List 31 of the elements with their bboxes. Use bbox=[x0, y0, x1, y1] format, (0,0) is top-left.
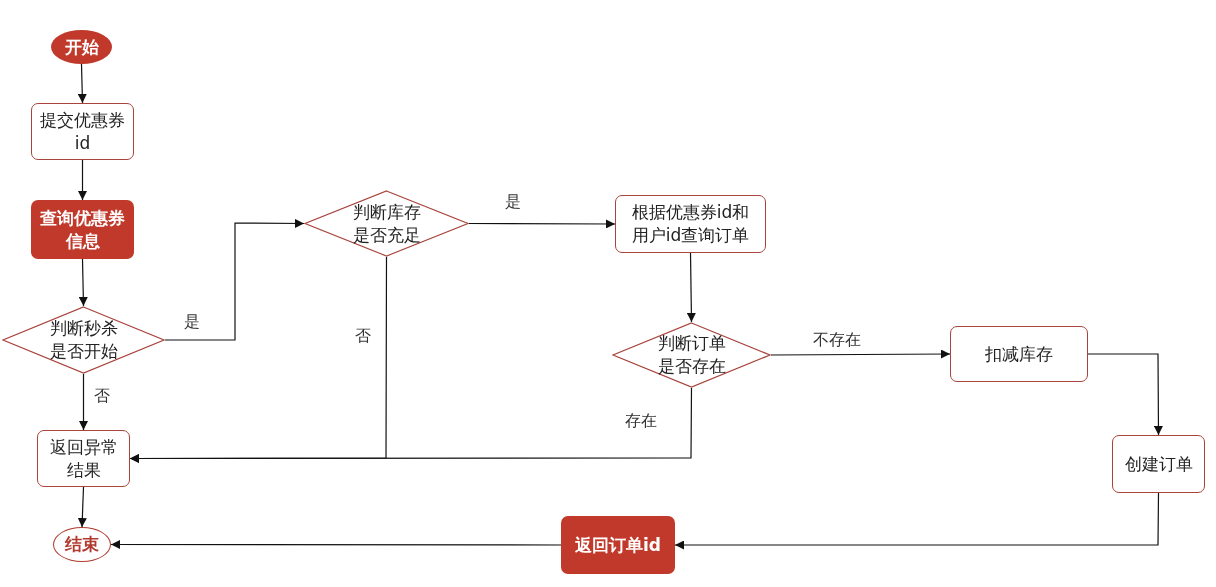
process-box: 根据优惠券id和用户id查询订单 bbox=[615, 195, 766, 253]
arrow bbox=[110, 540, 562, 549]
arrow bbox=[78, 159, 87, 201]
arrow bbox=[674, 492, 1160, 550]
decision-diamond: 判断秒杀是否开始 bbox=[2, 306, 165, 374]
edge-label: 是 bbox=[184, 312, 200, 333]
decision-diamond: 判断订单是否存在 bbox=[612, 322, 771, 388]
arrow bbox=[770, 349, 951, 359]
arrow bbox=[79, 373, 88, 431]
edge-label: 否 bbox=[355, 326, 371, 347]
process-box: 查询优惠券信息 bbox=[31, 200, 134, 259]
arrow bbox=[164, 218, 305, 341]
edge-label: 不存在 bbox=[813, 330, 861, 351]
arrow bbox=[129, 387, 693, 463]
arrow bbox=[77, 486, 87, 528]
arrow bbox=[686, 252, 696, 323]
process-box: 返回异常结果 bbox=[37, 430, 130, 487]
decision-diamond: 判断库存是否充足 bbox=[304, 190, 469, 257]
start-oval: 开始 bbox=[51, 30, 112, 64]
arrow bbox=[77, 63, 87, 104]
arrow bbox=[468, 219, 616, 229]
process-box: 返回订单id bbox=[561, 516, 675, 574]
process-box: 扣减库存 bbox=[950, 326, 1088, 382]
edge-label: 存在 bbox=[625, 411, 657, 432]
process-box: 提交优惠券id bbox=[31, 103, 134, 160]
end-oval: 结束 bbox=[53, 527, 111, 562]
arrow bbox=[1087, 353, 1163, 436]
edge-label: 是 bbox=[505, 192, 521, 213]
edge-label: 否 bbox=[94, 386, 110, 407]
process-box: 创建订单 bbox=[1112, 435, 1205, 493]
arrow bbox=[78, 258, 88, 307]
